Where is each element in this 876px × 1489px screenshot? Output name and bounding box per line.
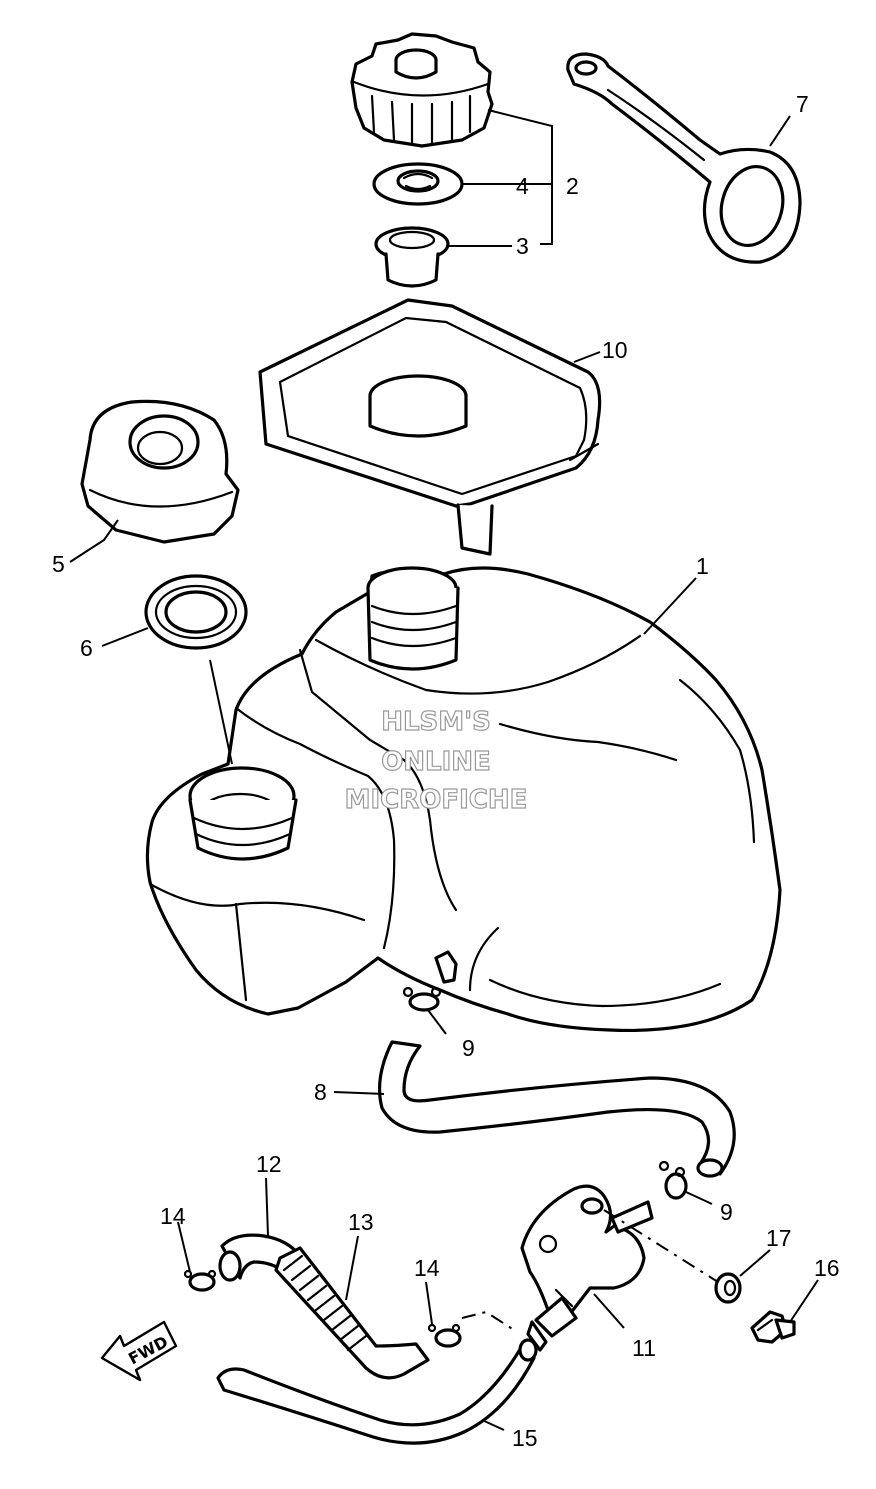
fuel-cock[interactable] [520, 1184, 654, 1352]
callout-1: 1 [696, 553, 709, 579]
watermark-line-1: HLSM'S [381, 707, 491, 737]
cap-opener-tool[interactable] [566, 52, 802, 264]
oil-tank-cap[interactable] [80, 399, 240, 544]
clip-middle[interactable] [427, 1323, 462, 1348]
spring-hose[interactable] [274, 1246, 430, 1380]
callout-16: 16 [814, 1255, 840, 1281]
cap-gasket[interactable] [372, 162, 464, 206]
callout-2: 2 [566, 173, 579, 199]
callout-14-left: 14 [160, 1203, 186, 1229]
callout-5: 5 [52, 551, 65, 577]
callout-3: 3 [516, 233, 529, 259]
callout-11: 11 [632, 1335, 656, 1361]
callout-6: 6 [80, 635, 93, 661]
callout-9-right: 9 [720, 1199, 733, 1225]
callout-7: 7 [796, 91, 809, 117]
callout-15: 15 [512, 1425, 538, 1451]
fwd-arrow-icon: FWD [100, 1320, 178, 1382]
hose-clip-right[interactable] [658, 1160, 688, 1200]
fuel-hose-lower[interactable] [216, 1338, 538, 1445]
callout-13: 13 [348, 1209, 374, 1235]
callout-10: 10 [602, 337, 628, 363]
callout-14-middle: 14 [414, 1255, 440, 1281]
callout-8: 8 [314, 1079, 327, 1105]
washer[interactable] [714, 1272, 742, 1304]
callout-12: 12 [256, 1151, 282, 1177]
callout-4: 4 [516, 173, 529, 199]
fuel-hose[interactable] [377, 1040, 736, 1178]
clip-left[interactable] [183, 1269, 217, 1292]
watermark: HLSM'S ONLINE MICROFICHE [344, 706, 528, 815]
hose-clip-upper[interactable] [402, 986, 442, 1012]
leader-lines [69, 115, 819, 1431]
cap-collar[interactable] [374, 226, 450, 288]
oil-cap-seal[interactable] [144, 574, 248, 650]
callout-17: 17 [766, 1225, 792, 1251]
fuel-cap[interactable] [350, 32, 494, 148]
watermark-line-3: MICROFICHE [345, 785, 528, 815]
callout-9-upper: 9 [462, 1035, 475, 1061]
fuel-tank[interactable] [145, 566, 782, 1032]
filler-tray[interactable] [258, 298, 602, 556]
callouts: 1 2 3 4 5 6 7 8 9 9 10 11 12 13 14 14 15… [52, 91, 840, 1451]
watermark-line-2: ONLINE [381, 747, 491, 777]
screw[interactable] [750, 1310, 796, 1344]
